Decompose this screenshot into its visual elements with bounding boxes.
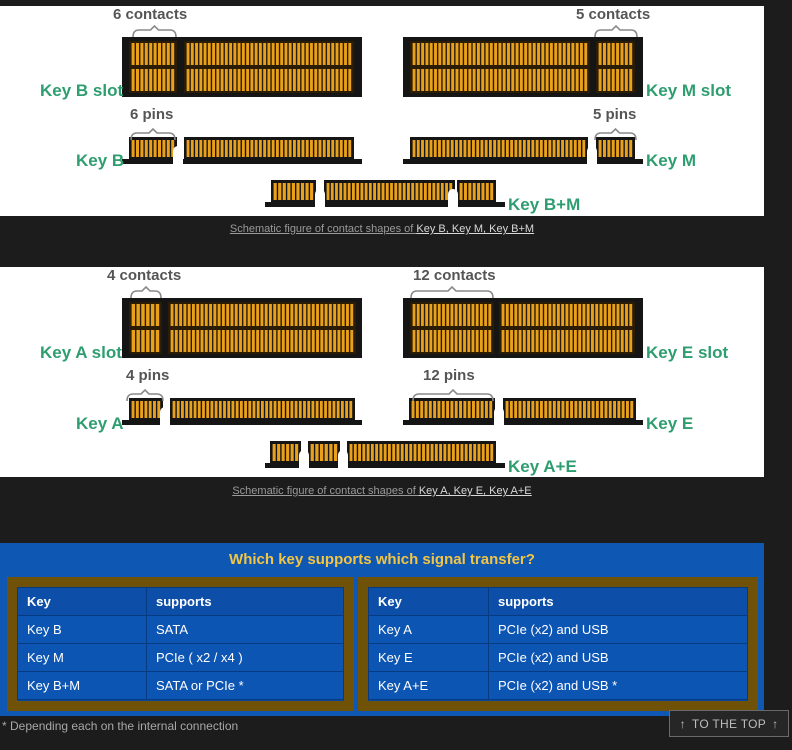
table-header-row: Key supports (17, 587, 344, 616)
key-notch (299, 450, 309, 468)
key-b-label: Key B (76, 151, 124, 170)
left-table-inner: Key supports Key B SATA Key M PCIe ( x2 … (17, 587, 344, 701)
key-e-slot-label: Key E slot (646, 343, 729, 362)
to-top-label: TO THE TOP (691, 716, 767, 731)
left-key-table: Key supports Key B SATA Key M PCIe ( x2 … (17, 587, 344, 700)
key-bm-label: Key B+M (508, 195, 580, 214)
key-a-label: Key A (76, 414, 124, 433)
six-contacts-label: 6 contacts (113, 6, 187, 23)
key-notch (448, 189, 458, 207)
arrow-up-icon: ↑ (772, 716, 779, 731)
key-a-e-schematic: 4 contacts 12 contacts Key A slot Key E … (40, 267, 729, 476)
table-row: Key A+E PCIe (x2) and USB * (368, 671, 748, 700)
cell-supports: SATA or PCIe * (146, 671, 344, 700)
cell-key: Key A (368, 615, 489, 644)
key-notch (160, 407, 170, 425)
key-notch (173, 146, 183, 164)
footnote: * Depending each on the internal connect… (2, 719, 239, 733)
key-notch (338, 450, 348, 468)
right-table-frame: Key supports Key A PCIe (x2) and USB Key… (358, 577, 758, 711)
key-e-label: Key E (646, 414, 693, 433)
brace (410, 285, 494, 299)
caption-prefix: Schematic figure of contact shapes of (229, 223, 417, 235)
key-m-label: Key M (646, 151, 696, 170)
cell-supports: SATA (146, 615, 344, 644)
brace (412, 388, 494, 402)
brace (594, 24, 638, 38)
to-top-button[interactable]: ↑ TO THE TOP ↑ (669, 710, 789, 737)
brace (126, 388, 164, 402)
table-row: Key E PCIe (x2) and USB (368, 643, 748, 672)
table-row: Key B+M SATA or PCIe * (17, 671, 344, 700)
five-contacts-label: 5 contacts (576, 6, 650, 23)
brace (130, 285, 162, 299)
twelve-contacts-label: 12 contacts (413, 267, 496, 284)
contact-block (457, 180, 496, 204)
figure1-caption[interactable]: Schematic figure of contact shapes of Ke… (0, 223, 764, 235)
card-edge (265, 463, 505, 468)
arrow-up-icon: ↑ (679, 716, 686, 731)
four-pins-label: 4 pins (126, 367, 169, 384)
cell-key: Key B (17, 615, 147, 644)
brace (594, 127, 637, 141)
card-edge (265, 202, 505, 207)
header-supports: supports (146, 587, 344, 616)
key-m-slot-label: Key M slot (646, 81, 731, 100)
table-row: Key A PCIe (x2) and USB (368, 615, 748, 644)
cell-supports: PCIe (x2) and USB (488, 643, 748, 672)
header-supports: supports (488, 587, 748, 616)
key-support-panel: Which key supports which signal transfer… (0, 543, 764, 716)
cell-supports: PCIe ( x2 / x4 ) (146, 643, 344, 672)
right-table-inner: Key supports Key A PCIe (x2) and USB Key… (368, 587, 748, 701)
card-edge (122, 420, 362, 425)
header-key: Key (368, 587, 489, 616)
key-notch (315, 189, 325, 207)
brace (130, 127, 176, 141)
six-pins-label: 6 pins (130, 106, 173, 123)
left-table-frame: Key supports Key B SATA Key M PCIe ( x2 … (7, 577, 354, 711)
caption-keys: Key A, Key E, Key A+E (418, 485, 532, 497)
key-b-slot-label: Key B slot (40, 81, 123, 100)
four-contacts-label: 4 contacts (107, 267, 181, 284)
figure2-caption[interactable]: Schematic figure of contact shapes of Ke… (0, 485, 764, 497)
brace (132, 24, 177, 38)
key-ae-label: Key A+E (508, 457, 577, 476)
key-a-slot-label: Key A slot (40, 343, 122, 362)
card-edge (403, 420, 643, 425)
caption-prefix: Schematic figure of contact shapes of (232, 485, 419, 497)
cell-key: Key M (17, 643, 147, 672)
key-notch (494, 407, 504, 425)
key-b-m-schematic: 6 contacts 5 contacts Key B slot Key M s… (40, 6, 731, 214)
card-edge (122, 159, 362, 164)
header-key: Key (17, 587, 147, 616)
key-a-e-figure: 4 contacts 12 contacts Key A slot Key E … (0, 267, 764, 477)
cell-supports: PCIe (x2) and USB (488, 615, 748, 644)
right-key-table: Key supports Key A PCIe (x2) and USB Key… (368, 587, 748, 700)
cell-supports: PCIe (x2) and USB * (488, 671, 748, 700)
cell-key: Key E (368, 643, 489, 672)
key-b-m-figure: 6 contacts 5 contacts Key B slot Key M s… (0, 6, 764, 216)
five-pins-label: 5 pins (593, 106, 636, 123)
card-edge (403, 159, 643, 164)
cell-key: Key B+M (17, 671, 147, 700)
cell-key: Key A+E (368, 671, 489, 700)
table-row: Key B SATA (17, 615, 344, 644)
contact-block (596, 137, 635, 161)
table-header-row: Key supports (368, 587, 748, 616)
table-title: Which key supports which signal transfer… (229, 551, 535, 568)
caption-keys: Key B, Key M, Key B+M (416, 223, 535, 235)
table-row: Key M PCIe ( x2 / x4 ) (17, 643, 344, 672)
key-notch (587, 146, 597, 164)
twelve-pins-label: 12 pins (423, 367, 475, 384)
